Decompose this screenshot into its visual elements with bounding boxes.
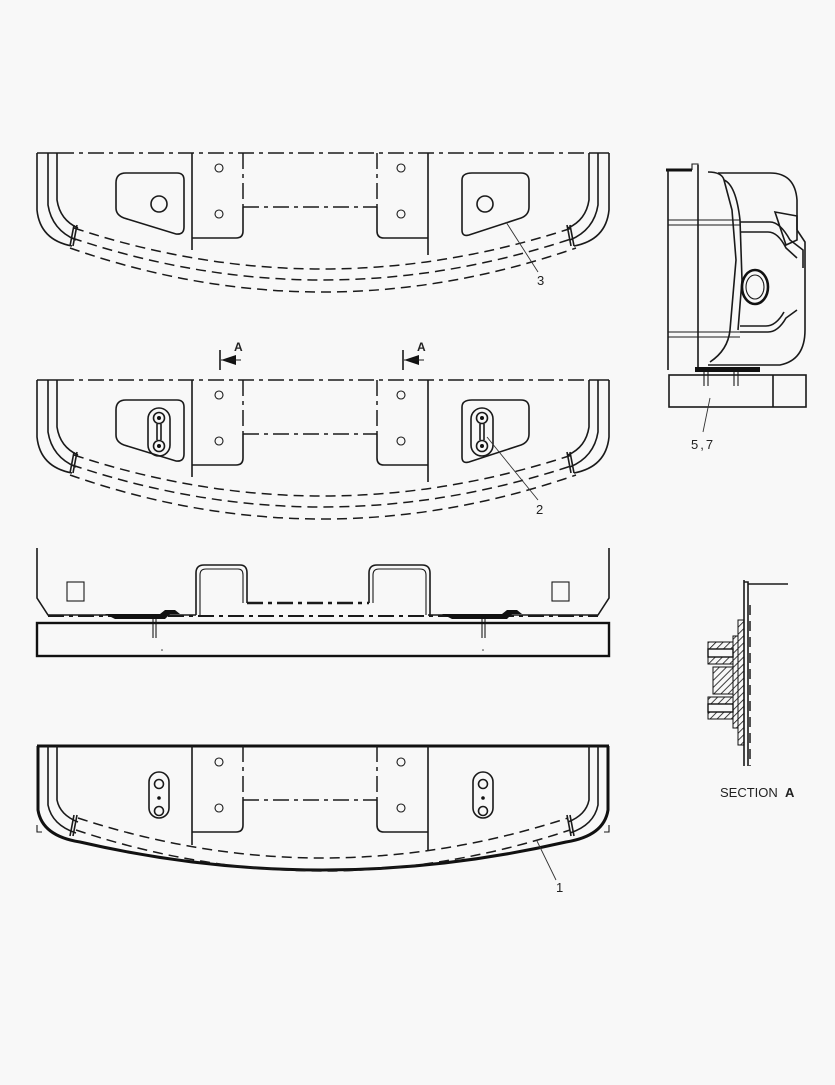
leader-line-items-5-7 — [702, 397, 711, 433]
side-view — [666, 163, 807, 433]
callout-items-5-7: 5,7 — [691, 437, 716, 452]
section-marker-left-label: A — [234, 340, 243, 354]
section-marker-right-label: A — [417, 340, 426, 354]
section-a-detail — [707, 580, 788, 766]
section-title-prefix: SECTION — [720, 785, 778, 800]
section-marker-right — [402, 350, 424, 370]
front-view — [35, 548, 611, 658]
callout-item-2: 2 — [536, 502, 544, 517]
leader-line-item-3 — [505, 221, 539, 273]
callout-item-1: 1 — [556, 880, 564, 895]
leader-line-item-2 — [486, 436, 539, 501]
top-view-2 — [36, 350, 610, 520]
leader-line-item-1 — [536, 840, 557, 881]
section-title-letter: A — [785, 785, 795, 800]
top-view-1 — [36, 152, 610, 293]
callout-item-3: 3 — [537, 273, 545, 288]
section-title: SECTION A — [720, 786, 794, 799]
section-marker-left — [219, 350, 241, 370]
top-view-3 — [36, 744, 610, 881]
